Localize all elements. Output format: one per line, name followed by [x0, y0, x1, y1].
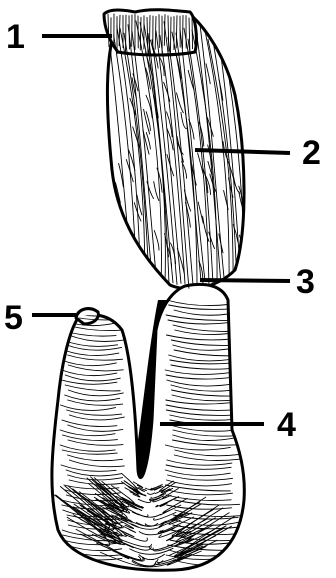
hatch-stroke [240, 43, 246, 65]
leader-line-3 [200, 280, 290, 281]
hatch-stroke [192, 16, 193, 48]
label-5: 5 [4, 299, 23, 337]
label-2: 2 [302, 134, 321, 172]
hatch-stroke [244, 38, 269, 283]
label-4: 4 [277, 406, 296, 444]
hatch-stroke [135, 252, 141, 271]
label-3: 3 [296, 263, 315, 301]
hatch-stroke [170, 17, 171, 55]
hatch-stroke [67, 300, 122, 305]
label-1: 1 [6, 18, 25, 56]
